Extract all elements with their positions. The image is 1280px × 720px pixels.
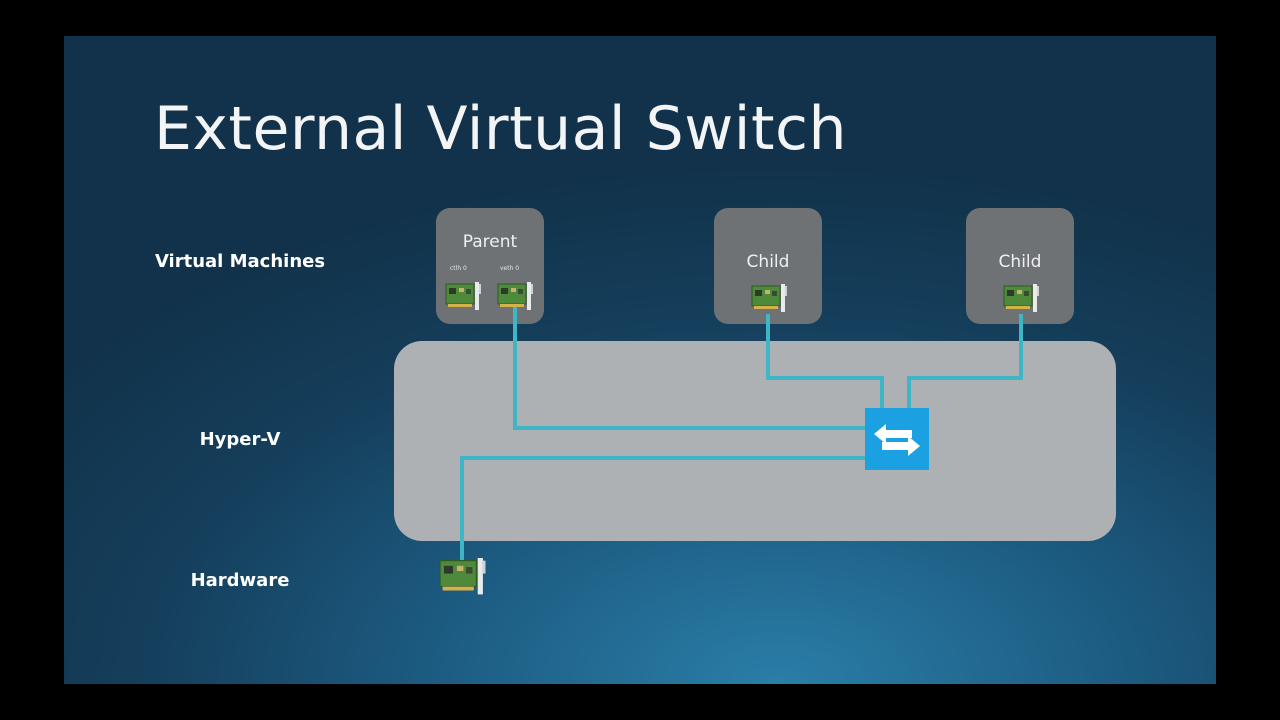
network-card-icon bbox=[1003, 283, 1040, 313]
network-card-icon bbox=[497, 281, 534, 311]
slide: External Virtual Switch Virtual Machines… bbox=[64, 36, 1216, 684]
slide-title: External Virtual Switch bbox=[154, 94, 848, 164]
label-hardware: Hardware bbox=[190, 570, 290, 591]
vm-parent-label: Parent bbox=[462, 232, 518, 252]
link-child1-to-switch bbox=[766, 314, 884, 408]
link-child2-to-switch bbox=[907, 314, 1023, 408]
nic-tag-parent-2: veth 0 bbox=[500, 265, 520, 272]
vm-child-1-label: Child bbox=[746, 252, 790, 272]
nic-tag-parent-1: ctlh 0 bbox=[450, 265, 467, 272]
diagram-graphics bbox=[439, 281, 1040, 596]
label-hyper-v: Hyper-V bbox=[199, 429, 281, 450]
link-hardware-to-switch bbox=[460, 456, 865, 576]
label-virtual-machines: Virtual Machines bbox=[154, 251, 326, 272]
network-links bbox=[460, 306, 1023, 576]
network-card-icon bbox=[439, 557, 487, 596]
virtual-switch-icon bbox=[865, 408, 929, 470]
link-parent-to-switch bbox=[513, 306, 865, 430]
network-card-icon bbox=[445, 281, 482, 311]
vm-child-2-label: Child bbox=[998, 252, 1042, 272]
network-card-icon bbox=[751, 283, 788, 313]
